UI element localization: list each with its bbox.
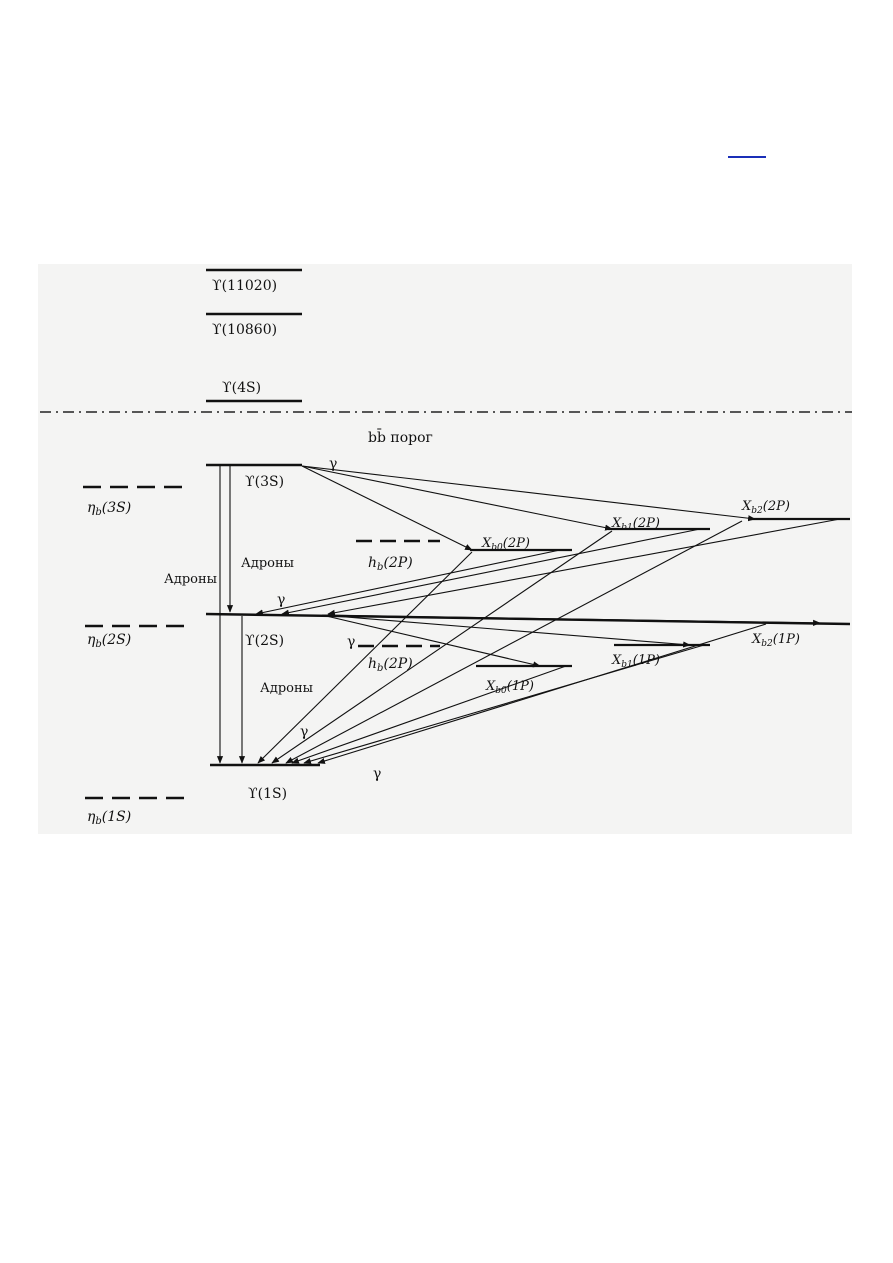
arrow-2s-chib0-1p: [321, 614, 541, 668]
label-upsilon-1s: ϒ(1S): [248, 786, 287, 802]
label-hb-2p-upper: hb(2P): [368, 555, 413, 573]
level-upsilon-2s: [205, 612, 851, 626]
arrow-chib0-1p-1s: [291, 665, 567, 764]
label-upsilon-11020: ϒ(11020): [212, 278, 277, 294]
label-chib0-1p: Xb0(1P): [485, 679, 534, 696]
label-etab-3s: ηb(3S): [87, 500, 131, 518]
diagram-background: [38, 264, 852, 834]
label-hadrons-3s-1s: Адроны: [164, 572, 217, 587]
label-hadrons-2s-1s: Адроны: [260, 681, 313, 696]
arrow-chib0-2p-1s: [257, 551, 473, 764]
label-etab-1s: ηb(1S): [87, 809, 131, 827]
arrow-3s-chib1-2p: [301, 465, 613, 531]
arrow-chib0-2p-2s: [255, 549, 561, 616]
label-chib2-1p: Xb2(1P): [751, 632, 800, 649]
arrow-chib2-1p-1s: [317, 623, 767, 764]
label-hb-2p-lower: hb(2P): [368, 656, 413, 674]
gamma-label-1s-in: γ: [300, 724, 308, 740]
arrow-chib1-2p-2s: [281, 528, 701, 616]
label-upsilon-4s: ϒ(4S): [222, 380, 261, 396]
bb-threshold-label: bb̄ порог: [368, 428, 433, 446]
arrow-2s-chib2-1p: [321, 614, 821, 626]
label-chib1-1p: Xb1(1P): [611, 653, 660, 670]
gamma-label-2s-in: γ: [277, 592, 285, 608]
arrow-3s-chib2-2p: [301, 465, 756, 522]
gamma-label-3s: γ: [329, 456, 337, 472]
gamma-label-1s-out: γ: [373, 766, 381, 782]
footnote-link-underline[interactable]: [728, 156, 766, 158]
label-chib2-2p: Xb2(2P): [741, 499, 790, 516]
arrow-2s-chib1-1p: [321, 614, 691, 648]
label-chib0-2p: Xb0(2P): [481, 536, 530, 553]
label-upsilon-2s: ϒ(2S): [245, 633, 284, 649]
gamma-label-2s-out: γ: [347, 634, 355, 650]
label-upsilon-10860: ϒ(10860): [212, 322, 277, 338]
label-etab-2s: ηb(2S): [87, 632, 131, 650]
arrow-chib2-2p-1s: [285, 520, 743, 764]
arrow-chib1-2p-1s: [271, 530, 613, 764]
arrow-chib2-2p-2s: [327, 518, 841, 616]
label-hadrons-3s-2s: Адроны: [241, 556, 294, 571]
label-chib1-2p: Xb1(2P): [611, 516, 660, 533]
arrow-3s-chib0-2p: [301, 465, 473, 551]
label-upsilon-3s: ϒ(3S): [245, 474, 284, 490]
arrow-chib1-1p-1s: [303, 644, 705, 764]
